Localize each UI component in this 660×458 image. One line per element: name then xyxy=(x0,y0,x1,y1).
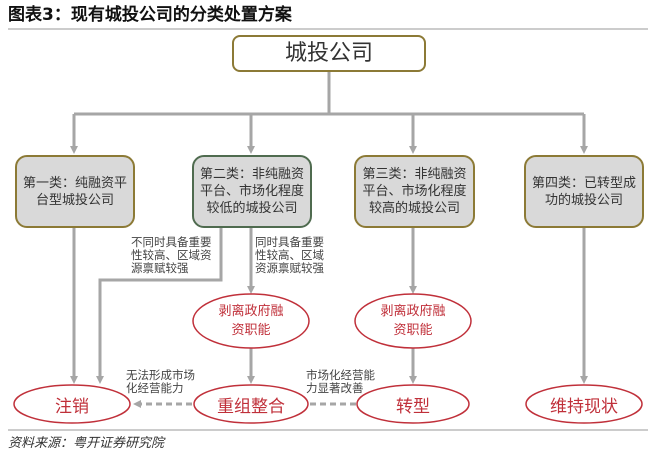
strip-label-2: 剥离政府融资职能 xyxy=(380,304,446,338)
ellipse-status-quo xyxy=(525,384,643,424)
note-both: 同时具备重要性较高、区域资源禀赋较强 xyxy=(255,235,324,275)
ellipse-transform xyxy=(356,384,470,424)
category-1: 第一类：纯融资平台型城投公司 xyxy=(15,155,135,228)
outcome-status-quo: 维持现状 xyxy=(550,396,618,417)
note-fail: 无法形成市场化经营能力 xyxy=(126,368,195,395)
outcome-cancel: 注销 xyxy=(55,396,89,417)
outcome-restructure: 重组整合 xyxy=(217,396,285,417)
category-4: 第四类：已转型成功的城投公司 xyxy=(524,155,644,228)
source-note: 资料来源：粤开证券研究院 xyxy=(8,436,165,451)
category-3: 第三类：非纯融资平台、市场化程度较高的城投公司 xyxy=(354,155,475,228)
strip-label-1: 剥离政府融资职能 xyxy=(218,304,284,338)
category-2: 第二类：非纯融资平台、市场化程度较低的城投公司 xyxy=(192,155,312,228)
ellipse-strip-2 xyxy=(354,293,472,349)
root-node: 城投公司 xyxy=(232,35,426,72)
ellipse-strip-1 xyxy=(192,293,310,349)
ellipse-cancel xyxy=(13,384,131,424)
ellipse-restructure xyxy=(193,384,309,424)
outcome-transform: 转型 xyxy=(396,396,430,417)
note-improve: 市场化经营能力显著改善 xyxy=(306,368,375,395)
figure-title: 图表3：现有城投公司的分类处置方案 xyxy=(8,5,292,25)
note-not-both: 不同时具备重要性较高、区域资源禀赋较强 xyxy=(131,235,212,275)
